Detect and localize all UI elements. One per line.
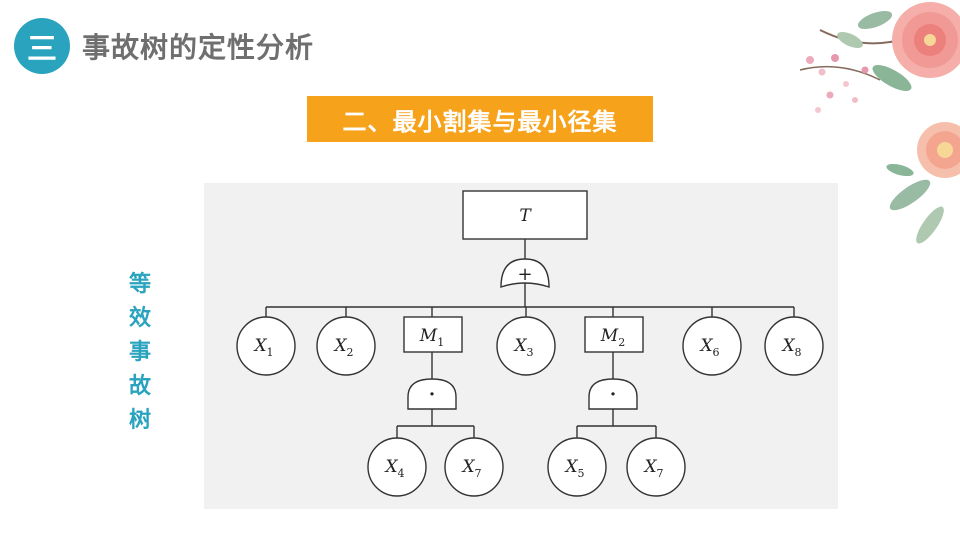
basic-event-label: X1 — [252, 336, 273, 359]
and-gate-symbol — [407, 378, 457, 410]
and-gate-label: · — [429, 384, 435, 405]
and-gate-symbol — [588, 378, 638, 410]
basic-event-label: X6 — [698, 336, 719, 359]
basic-event-circle — [444, 437, 504, 497]
intermediate-event-box — [584, 316, 644, 353]
basic-event-label: X8 — [780, 336, 801, 359]
basic-event-label: X4 — [383, 457, 404, 480]
top-event-label: T — [519, 206, 532, 226]
basic-event-circle — [682, 316, 742, 376]
basic-event-label: X7 — [460, 457, 481, 480]
section-header: 三 事故树的定性分析 — [14, 18, 314, 74]
side-label-char: 等 — [128, 272, 151, 297]
basic-event-label: X5 — [563, 457, 584, 480]
basic-event-circle — [316, 316, 376, 376]
basic-event-label: X2 — [332, 336, 353, 359]
intermediate-event-label: M1 — [419, 326, 444, 349]
side-label-char: 故 — [128, 374, 151, 399]
basic-event-label: X7 — [642, 457, 663, 480]
equivalent-fault-tree-diagram: T + X1 X2 M1 · X4 X7 X3 M2 · X5 X7 X6 X8 — [204, 183, 838, 509]
and-gate-label: · — [610, 384, 616, 405]
section-number-badge: 三 — [14, 18, 70, 74]
peony-flowers-icon — [799, 2, 960, 244]
basic-event-circle — [496, 316, 556, 376]
or-gate-label: + — [517, 264, 532, 285]
basic-event-label: X3 — [512, 336, 533, 359]
basic-event-circle — [236, 316, 296, 376]
page-title: 事故树的定性分析 — [82, 31, 315, 64]
basic-event-circle — [547, 437, 607, 497]
top-event-box — [462, 190, 588, 240]
side-label-char: 事 — [128, 340, 151, 365]
intermediate-event-box — [403, 316, 463, 353]
side-label-char: 效 — [128, 306, 151, 331]
intermediate-event-label: M2 — [600, 326, 625, 349]
basic-event-circle — [626, 437, 686, 497]
basic-event-circle — [367, 437, 427, 497]
side-label-char: 树 — [128, 408, 151, 433]
basic-event-circle — [764, 316, 824, 376]
side-label: 等 效 事 故 树 — [118, 268, 162, 438]
section-subtitle-banner: 二、最小割集与最小径集 — [307, 96, 653, 142]
